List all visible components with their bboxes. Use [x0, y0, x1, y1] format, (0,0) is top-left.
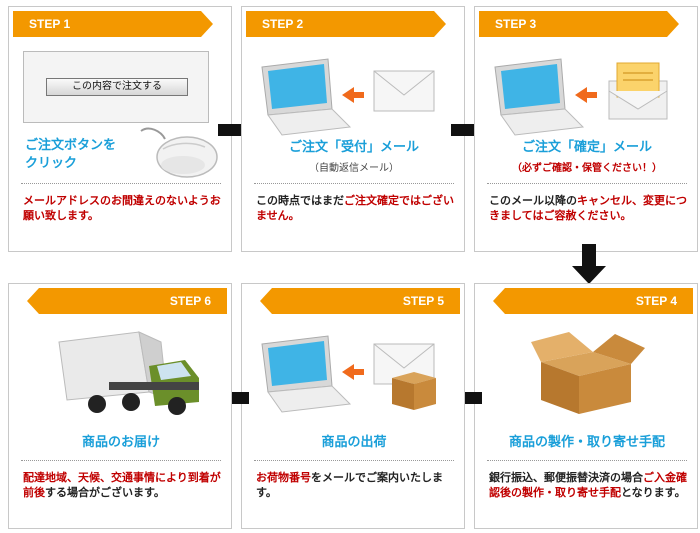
open-envelope-icon	[608, 62, 668, 120]
step-2-divider	[254, 183, 454, 184]
step-2-heading: ご注文「受付」メール	[288, 140, 419, 155]
mouse-icon	[140, 127, 218, 178]
step-4-note: 銀行振込、郵便振替決済の場合ご入金確認後の製作・取り寄せ手配となります。	[489, 471, 687, 499]
step-6-banner: STEP 6	[27, 288, 227, 314]
laptop-open-mail-illustration	[494, 58, 668, 136]
step-2-banner: STEP 2	[246, 11, 446, 37]
package-icon	[392, 372, 436, 410]
step-5-card: STEP 5 商品の出荷 お荷物番号をメールでご案内いたします。	[241, 283, 465, 529]
arrow-left-small-icon	[342, 364, 364, 380]
order-form-preview: この内容で注文する	[23, 51, 209, 123]
step-6-heading: 商品のお届け	[81, 435, 160, 450]
step-4-card: STEP 4 商品の製作・取り寄せ手配 銀行振込、郵便振替決済の場合ご入金確認後…	[474, 283, 698, 529]
arrow-left-small-icon	[342, 87, 364, 103]
order-submit-button[interactable]: この内容で注文する	[46, 78, 188, 96]
step-1-divider	[21, 183, 221, 184]
step-2-note: この時点ではまだご注文確定ではございません。	[256, 194, 454, 222]
step-3-note: このメール以降のキャンセル、変更につきましてはご容赦ください。	[489, 194, 687, 222]
arrow-left-small-icon	[575, 87, 597, 103]
step-1-heading: ご注文ボタンをクリック	[25, 138, 117, 171]
step-6-card: STEP 6 商品のお届け 配達地域、天候、交通事情により到着が前後する場合がご…	[8, 283, 232, 529]
step-3-heading: ご注文「確定」メール	[521, 140, 652, 155]
step-6-note: 配達地域、天候、交通事情により到着が前後する場合がございます。	[23, 471, 221, 499]
step-1-banner: STEP 1	[13, 11, 213, 37]
laptop-icon	[261, 58, 352, 136]
truck-icon	[58, 331, 199, 415]
step-6-divider	[21, 460, 221, 461]
box-icon	[531, 332, 645, 414]
step-5-note: お荷物番号をメールでご案内いたします。	[256, 471, 443, 499]
step-5-heading: 商品の出荷	[321, 435, 387, 450]
laptop-package-illustration	[261, 335, 436, 413]
delivery-truck-illustration	[58, 331, 199, 415]
step-3-card: STEP 3 ご注文「確定」メール （必ずご確認・保管ください！） このメール以…	[474, 6, 698, 252]
step-5-divider	[254, 460, 454, 461]
step-3-banner: STEP 3	[479, 11, 679, 37]
step-2-subtitle: （自動返信メール）	[309, 163, 399, 174]
step-4-divider	[487, 460, 687, 461]
step-3-subtitle: （必ずご確認・保管ください！）	[512, 163, 662, 174]
step-3-divider	[487, 183, 687, 184]
cardboard-box-illustration	[531, 332, 645, 414]
step-1-card: STEP 1 この内容で注文する ご注文ボタンをクリック メールアドレスのお間違…	[8, 6, 232, 252]
step-4-banner: STEP 4	[493, 288, 693, 314]
step-4-heading: 商品の製作・取り寄せ手配	[508, 435, 665, 450]
envelope-icon	[373, 70, 435, 112]
laptop-icon	[261, 335, 352, 413]
step-5-banner: STEP 5	[260, 288, 460, 314]
step-2-card: STEP 2 ご注文「受付」メール （自動返信メール） この時点ではまだご注文確…	[241, 6, 465, 252]
arrow-down-icon	[572, 244, 606, 284]
laptop-mail-illustration	[261, 58, 435, 136]
step-1-note: メールアドレスのお間違えのないようお願い致します。	[23, 194, 221, 222]
laptop-icon	[494, 58, 585, 136]
